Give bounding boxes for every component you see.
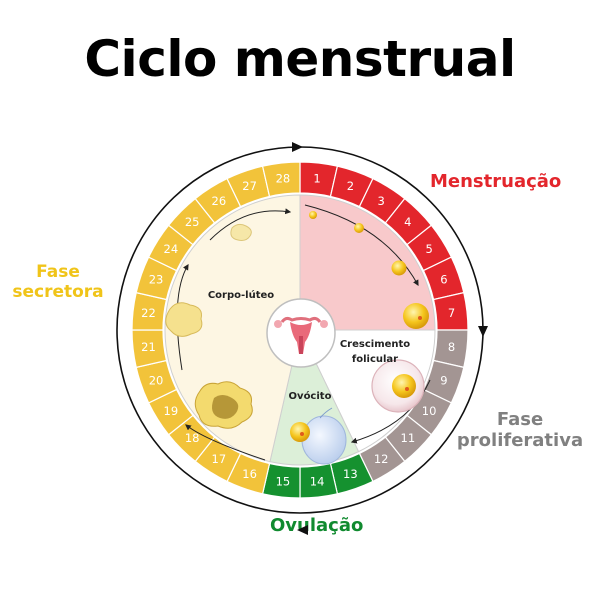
secretory-phase-label-line2: secretora [12, 281, 104, 302]
follicular-growth-label-line2: folicular [352, 354, 398, 365]
day-label-18: 18 [185, 431, 200, 445]
day-label-11: 11 [401, 431, 416, 445]
oocyte-label: Ovócito [289, 390, 332, 402]
follicle-stage-1 [309, 211, 317, 219]
cycle-arrow-head-bottom [297, 525, 308, 535]
day-label-10: 10 [422, 404, 437, 418]
day-label-16: 16 [242, 467, 257, 481]
day-label-17: 17 [212, 452, 227, 466]
day-label-2: 2 [347, 179, 354, 193]
corpus-luteum-small [230, 223, 252, 241]
day-label-6: 6 [440, 273, 447, 287]
day-label-14: 14 [310, 475, 325, 489]
proliferative-phase-label-line1: Fase [496, 409, 544, 430]
flow-arrow-to-oocyte [350, 379, 431, 444]
day-ring: 1234567891011121314151617181920212223242… [131, 161, 469, 499]
cycle-arrow-head-right [478, 326, 488, 337]
cycle-arrow-head-top [292, 142, 303, 152]
day-label-13: 13 [343, 467, 358, 481]
follicle-stage-2 [354, 223, 364, 233]
secretory-phase-label: Fase secretora [8, 262, 108, 302]
day-label-24: 24 [164, 242, 179, 256]
day-label-1: 1 [313, 171, 320, 185]
mature-follicle [371, 359, 425, 413]
corpus-luteum-medium [165, 302, 203, 337]
day-label-7: 7 [448, 306, 455, 320]
phase-sector-menstruation [299, 194, 436, 331]
page-title: Ciclo menstrual [84, 30, 516, 88]
day-label-8: 8 [448, 340, 455, 354]
secretory-phase-label-line1: Fase [36, 262, 80, 282]
day-label-19: 19 [164, 404, 179, 418]
proliferative-phase-label-line2: proliferativa [456, 429, 584, 451]
flow-arrow-luteal [185, 424, 266, 461]
day-label-15: 15 [276, 475, 291, 489]
follicle-stage-3 [391, 260, 407, 276]
day-label-27: 27 [242, 179, 257, 193]
follicular-growth-label-line1: Crescimento [340, 339, 410, 350]
flow-arrow-return [209, 208, 292, 241]
day-label-28: 28 [276, 171, 291, 185]
ovulation-phase-label: Ovulação [270, 515, 364, 536]
proliferative-phase-label: Fase proliferativa [450, 409, 590, 451]
day-label-25: 25 [185, 215, 200, 229]
day-label-26: 26 [212, 194, 227, 208]
follicle-stage-4 [403, 303, 429, 329]
day-label-21: 21 [141, 340, 156, 354]
day-label-3: 3 [377, 194, 384, 208]
day-segment-28 [261, 161, 301, 198]
menstruation-phase-label: Menstruação [430, 171, 562, 192]
released-oocyte [290, 407, 347, 465]
day-label-9: 9 [440, 373, 447, 387]
corpus-luteum-large-core [212, 395, 239, 419]
day-label-4: 4 [404, 215, 411, 229]
day-label-20: 20 [149, 373, 164, 387]
corpus-luteum-label: Corpo-lúteo [208, 289, 274, 301]
uterus-icon [266, 298, 336, 368]
day-label-23: 23 [149, 273, 164, 287]
day-label-12: 12 [374, 452, 389, 466]
cycle-arrow-ring [116, 146, 484, 514]
flow-arrow-follicular [304, 204, 419, 287]
day-label-5: 5 [425, 242, 432, 256]
day-label-22: 22 [141, 306, 156, 320]
